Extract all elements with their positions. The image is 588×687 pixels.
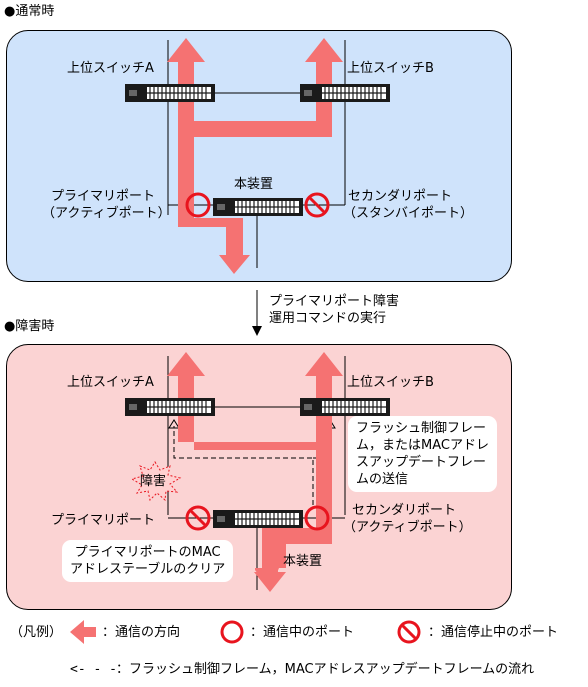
legend-active-port-icon: [220, 620, 244, 644]
fault-primary-port-label: プライマリポート: [51, 513, 156, 528]
transition-line1: プライマリポート障害: [269, 294, 400, 309]
fault-device-icon: [212, 509, 304, 529]
mac-table-clear-note: プライマリポートのMAC アドレステーブルのクリア: [62, 540, 234, 582]
flush-frame-note: フラッシュ制御フレー ム，またはMACアドレ スアップデートフレー ムの送信: [348, 416, 497, 492]
device-icon: [212, 197, 304, 217]
switch-a-icon: [124, 83, 216, 103]
fault-switch-b-icon: [299, 397, 391, 417]
flush-note-line: フラッシュ制御フレー: [356, 421, 487, 436]
fault-burst-icon: [130, 461, 182, 502]
legend-title: （凡例）: [10, 625, 63, 640]
normal-primary-port-label: プライマリポート: [51, 189, 156, 204]
fault-active-port-marker-icon: [304, 505, 330, 531]
clear-note-line: アドレステーブルのクリア: [70, 562, 226, 577]
fault-traffic-arrow: [167, 352, 343, 592]
legend-flow-label: ：フラッシュ制御フレーム，MACアドレスアップデートフレームの流れ: [116, 662, 535, 677]
fault-burst-label: 障害: [140, 474, 167, 489]
transition-arrow: [252, 290, 262, 336]
fault-switch-b-label: 上位スイッチB: [347, 375, 434, 390]
legend-stopped-port-label: ：通信停止中のポート: [428, 625, 559, 640]
fault-switch-a-label: 上位スイッチA: [67, 375, 154, 390]
active-port-marker-icon: [185, 192, 211, 218]
clear-note-line: プライマリポートのMAC: [74, 545, 221, 560]
normal-primary-port-state: （アクティブポート）: [42, 206, 171, 221]
legend-direction-label: ：通信の方向: [102, 625, 181, 640]
stopped-port-marker-icon: [304, 192, 330, 218]
normal-traffic-arrow: [167, 38, 343, 274]
legend-stopped-port-icon: [397, 620, 421, 644]
normal-device-label: 本装置: [234, 177, 274, 192]
fault-device-label: 本装置: [283, 554, 323, 569]
flush-note-line: ムの送信: [356, 472, 409, 487]
normal-switch-a-label: 上位スイッチA: [67, 61, 154, 76]
fault-secondary-port-label: セカンダリポート: [352, 503, 457, 518]
normal-state-panel: [6, 30, 512, 282]
legend-flow-arrow-icon: <- - -: [70, 662, 117, 677]
normal-secondary-port-state: （スタンバイポート）: [343, 206, 474, 221]
fault-switch-a-icon: [124, 397, 216, 417]
legend-direction-arrow-icon: [70, 620, 96, 644]
legend-active-port-label: ：通信中のポート: [250, 625, 355, 640]
normal-secondary-port-label: セカンダリポート: [348, 189, 453, 204]
flush-note-line: スアップデートフレー: [356, 455, 487, 470]
fault-stopped-port-marker-icon: [185, 505, 211, 531]
flush-note-line: ム，またはMACアドレ: [356, 438, 489, 453]
normal-switch-b-label: 上位スイッチB: [347, 61, 434, 76]
normal-section-title: ●通常時: [4, 4, 55, 19]
fault-section-title: ●障害時: [4, 319, 55, 334]
fault-secondary-port-state: （アクティブポート）: [343, 520, 472, 535]
transition-line2: 運用コマンドの実行: [269, 311, 387, 326]
switch-b-icon: [299, 83, 391, 103]
